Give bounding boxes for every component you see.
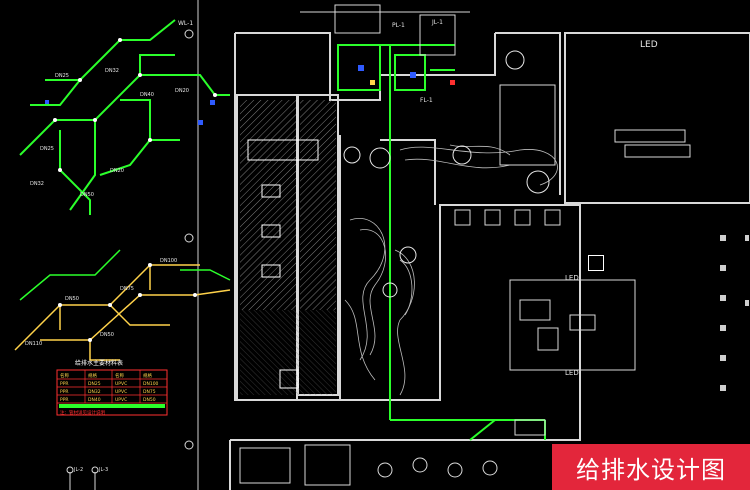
svg-text:DN75: DN75 [120,286,134,292]
top-room-label-3: FL-1 [420,97,433,104]
center-room-label-2: LED [565,369,579,377]
table-cell: UPVC [115,397,127,403]
right-wing-columns [720,235,749,391]
building-walls [229,32,750,490]
garden-trees [343,50,550,298]
table-cell: DN75 [143,389,156,395]
table-cell: UPVC [115,381,127,387]
top-room-label-2: JL-1 [431,19,443,26]
svg-text:DN40: DN40 [140,92,154,98]
table-cell: DN40 [88,397,101,403]
table-cell: 规格 [143,372,152,379]
table-cell: DN25 [88,381,101,387]
isometric-pipe-diagram-bottom-green [19,249,231,301]
material-table [56,369,168,416]
table-cell: 名称 [115,372,124,379]
top-room-fixtures [358,65,455,85]
table-cell: DN50 [143,397,156,403]
axis-markers [184,29,194,450]
furniture-left [247,139,319,389]
iso-label-2: JL-3 [98,467,108,473]
pipe-fittings-top [53,38,217,172]
riser-symbols [66,466,99,490]
svg-text:DN50: DN50 [65,296,79,302]
bottom-furniture [239,419,546,486]
svg-text:DN20: DN20 [110,168,124,174]
hatch-area [240,100,336,395]
drawing-title-banner: 给排水设计图 [552,444,750,490]
svg-text:DN50: DN50 [80,192,94,198]
material-table-title: 给排水主要材料表 [75,359,123,367]
table-cell: DN100 [143,381,159,387]
table-cell: DN32 [88,389,101,395]
table-cell: UPVC [115,389,127,395]
table-cell: 规格 [88,372,97,379]
table-cell: PPR [60,397,69,403]
material-table-footer: 注：管材详见设计说明 [60,409,105,416]
table-cell: PPR [60,389,69,395]
top-room-pipes [337,44,546,441]
top-room-label-1: PL-1 [392,22,405,29]
svg-text:DN110: DN110 [25,341,42,347]
right-room-label: LED [640,40,658,50]
material-table-cells: 名称 规格 名称 规格 PPR DN25 UPVC DN100 PPR DN32… [60,372,159,403]
table-cell: 名称 [60,372,69,379]
svg-text:DN100: DN100 [160,258,177,264]
banner-text: 给排水设计图 [576,455,726,484]
top-room-walls [300,4,470,56]
riser-label-1: WL-1 [178,20,193,27]
right-wing [454,84,691,371]
fixture-markers-top [45,100,215,125]
svg-text:DN25: DN25 [55,73,69,79]
garden-contours [344,144,558,396]
selection-cursor [588,255,604,271]
svg-text:DN50: DN50 [100,332,114,338]
svg-text:DN25: DN25 [40,146,54,152]
svg-text:DN32: DN32 [30,181,44,187]
pipe-fittings-bottom [58,263,197,342]
svg-text:DN32: DN32 [105,68,119,74]
center-room-label-1: LED [565,274,579,282]
iso-label-1: JL-2 [73,467,83,473]
svg-text:DN20: DN20 [175,88,189,94]
table-cell: PPR [60,381,69,387]
